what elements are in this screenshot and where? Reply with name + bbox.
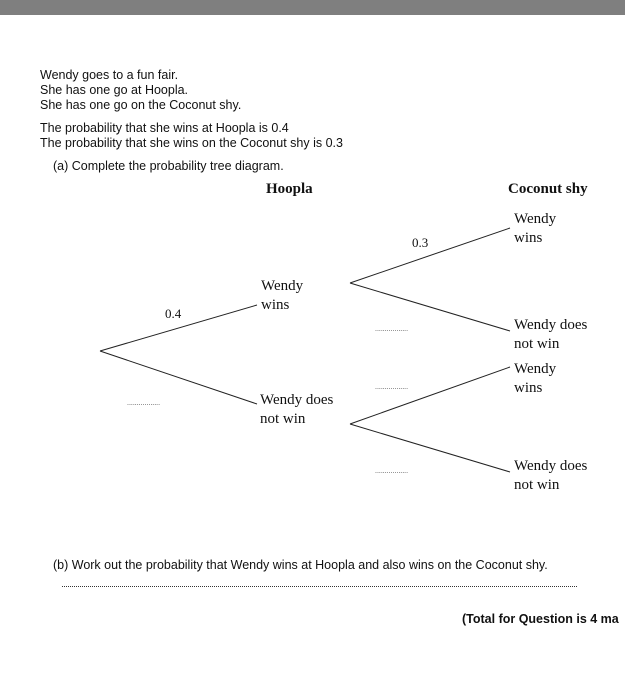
total-marks: (Total for Question is 4 ma — [462, 612, 619, 626]
heading-hoopla: Hoopla — [266, 181, 313, 197]
given-line-2: The probability that she wins on the Coc… — [40, 136, 343, 150]
intro-line-1: Wendy goes to a fun fair. — [40, 68, 179, 82]
top-bar — [0, 0, 625, 15]
hoopla-win-label-2: wins — [261, 297, 290, 313]
prob-lower-coconut-win-blank[interactable]: ................. — [375, 384, 409, 391]
coconut-2-label-2: not win — [514, 336, 560, 352]
branch-hoopla-lose — [99, 350, 258, 405]
prob-hoopla-win: 0.4 — [165, 306, 182, 321]
hoopla-lose-label-2: not win — [260, 411, 306, 427]
given-line-1: The probability that she wins at Hoopla … — [40, 121, 289, 135]
coconut-4-label-2: not win — [514, 477, 560, 493]
answer-line[interactable] — [62, 578, 577, 587]
branch-upper-coconut-win — [349, 227, 511, 284]
part-b-prompt: (b) Work out the probability that Wendy … — [53, 558, 548, 572]
prob-upper-coconut-lose-blank[interactable]: ................. — [375, 326, 409, 333]
branch-hoopla-win — [99, 304, 258, 352]
coconut-2-label-1: Wendy does — [514, 317, 588, 333]
prob-lower-coconut-lose-blank[interactable]: ................. — [375, 468, 409, 475]
coconut-3-label-2: wins — [514, 380, 543, 396]
part-a-prompt: (a) Complete the probability tree diagra… — [53, 159, 284, 173]
branch-lower-coconut-lose — [349, 423, 511, 473]
coconut-1-label-2: wins — [514, 230, 543, 246]
branch-lower-coconut-win — [349, 366, 511, 425]
coconut-4-label-1: Wendy does — [514, 458, 588, 474]
hoopla-win-label-1: Wendy — [261, 278, 304, 294]
intro-line-2: She has one go at Hoopla. — [40, 83, 189, 97]
coconut-1-label-1: Wendy — [514, 211, 557, 227]
branch-upper-coconut-lose — [349, 282, 511, 332]
heading-coconut-shy: Coconut shy — [508, 181, 588, 197]
prob-upper-coconut-win: 0.3 — [412, 235, 429, 250]
prob-hoopla-lose-blank[interactable]: ................. — [127, 400, 161, 407]
intro-line-3: She has one go on the Coconut shy. — [40, 98, 242, 112]
coconut-3-label-1: Wendy — [514, 361, 557, 377]
hoopla-lose-label-1: Wendy does — [260, 392, 334, 408]
